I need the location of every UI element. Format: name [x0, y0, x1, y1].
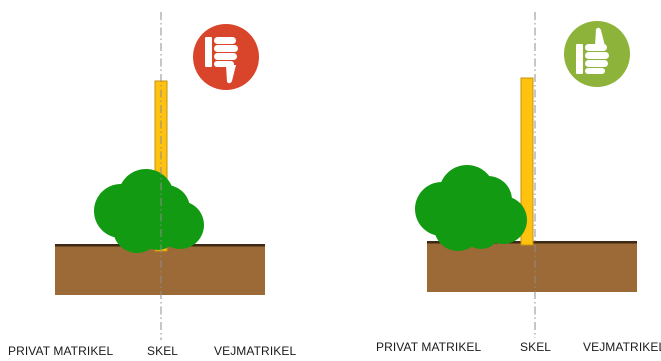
thumbs-up-icon: [564, 21, 630, 87]
label-road-plot: VEJMATRIKEL: [583, 340, 661, 354]
soil-block: [55, 245, 265, 295]
panel-bad: [55, 12, 265, 340]
label-boundary: SKEL: [147, 344, 178, 358]
hedge-bush: [415, 165, 527, 251]
label-private-plot: PRIVAT MATRIKEL: [8, 344, 113, 358]
panel-good: [415, 12, 637, 338]
label-road-plot: VEJMATRIKEL: [214, 344, 296, 358]
label-boundary: SKEL: [520, 340, 551, 354]
thumbs-down-icon: [193, 24, 259, 90]
label-private-plot: PRIVAT MATRIKEL: [376, 340, 481, 354]
hedge-bush: [94, 169, 204, 253]
